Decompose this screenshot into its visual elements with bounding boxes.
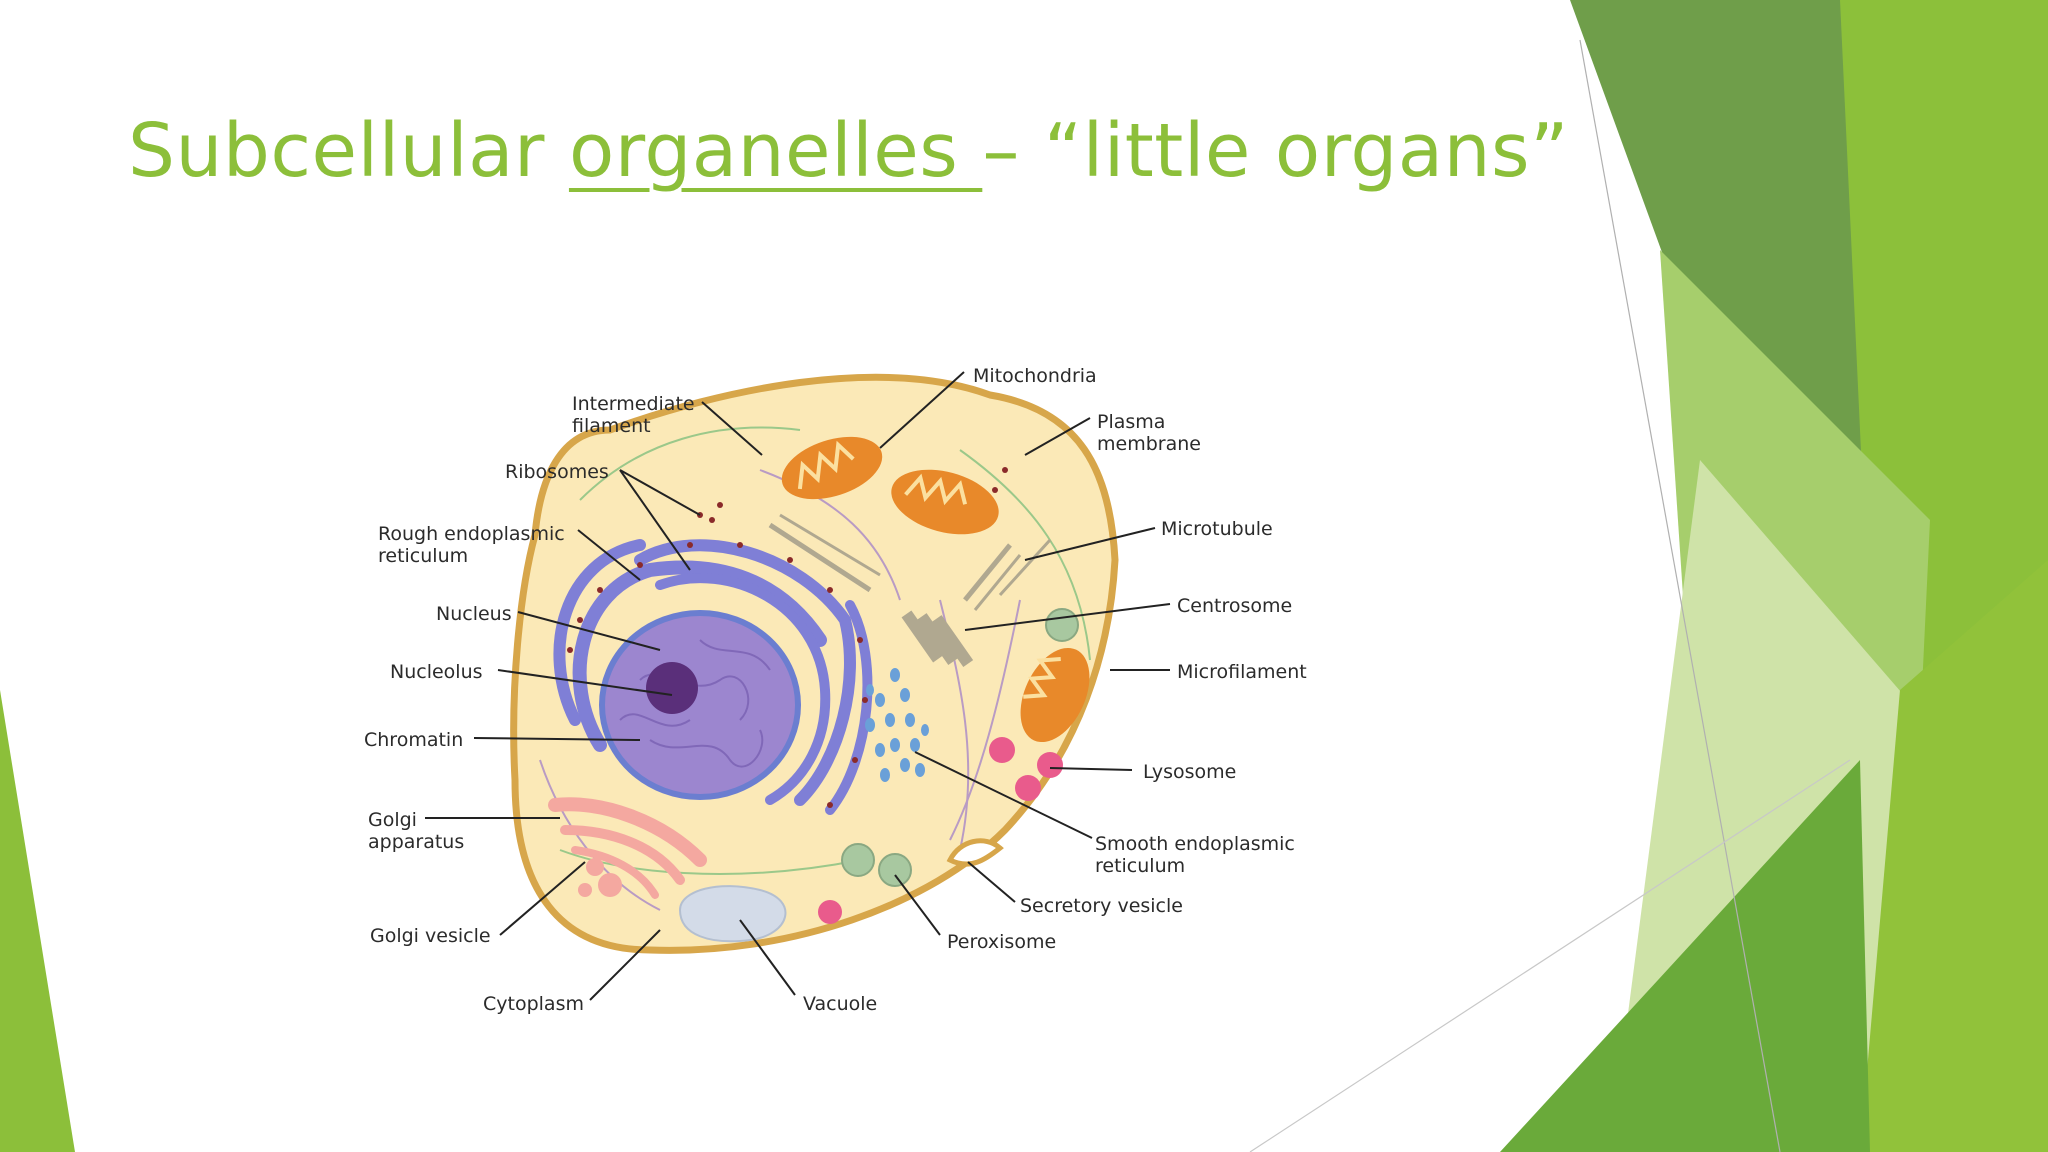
label-golgi-vesicle: Golgi vesicle [370, 925, 491, 947]
leader-lines [425, 371, 1171, 1001]
label-secretory-vesicle: Secretory vesicle [1020, 895, 1183, 917]
vacuole [678, 885, 787, 943]
rough-er [553, 539, 873, 815]
label-golgi-apparatus-1: Golgi [368, 809, 417, 831]
label-vacuole: Vacuole [803, 993, 877, 1015]
peroxisome-2 [878, 853, 912, 887]
label-chromatin: Chromatin [364, 729, 463, 751]
label-peroxisome: Peroxisome [947, 931, 1056, 953]
mitochondria [781, 436, 1090, 743]
thin-line-2 [1249, 759, 1851, 1152]
title-part-2: – “little organs” [982, 108, 1569, 194]
label-centrosome: Centrosome [1177, 595, 1292, 617]
diagram-labels: Intermediate filament Ribosomes Rough en… [364, 365, 1307, 1015]
nucleus [599, 610, 801, 800]
label-microtubule: Microtubule [1161, 518, 1273, 540]
title-underlined-link[interactable]: organelles [568, 108, 983, 194]
title-part-1: Subcellular [128, 108, 569, 194]
golgi-apparatus [548, 797, 707, 899]
lysosomes [989, 737, 1063, 801]
label-rough-er-1: Rough endoplasmic [378, 523, 565, 545]
golgi-vesicles [578, 858, 622, 897]
label-mitochondria: Mitochondria [973, 365, 1097, 387]
thin-line-1 [1579, 39, 1781, 1152]
label-microfilament: Microfilament [1177, 661, 1307, 683]
label-intermediate-filament-1: Intermediate [572, 393, 695, 415]
slide-title: Subcellular organelles – “little organs” [128, 108, 1569, 194]
centrosome [901, 610, 974, 668]
label-cytoplasm: Cytoplasm [483, 993, 584, 1015]
centrosome-vesicle [1045, 608, 1079, 642]
label-golgi-apparatus-2: apparatus [368, 831, 464, 853]
label-rough-er-2: reticulum [378, 545, 468, 567]
pink-vesicle [818, 900, 842, 924]
secretory-vesicle [946, 838, 1004, 867]
label-nucleolus: Nucleolus [390, 661, 483, 683]
label-plasma-membrane-2: membrane [1097, 433, 1201, 455]
label-plasma-membrane-1: Plasma [1097, 411, 1165, 433]
label-ribosomes: Ribosomes [505, 461, 609, 483]
nucleolus [646, 662, 698, 714]
label-smooth-er-1: Smooth endoplasmic [1095, 833, 1295, 855]
right-green-shape-6 [1500, 760, 1870, 1152]
smooth-er [865, 668, 929, 782]
label-intermediate-filament-2: filament [572, 415, 651, 437]
label-lysosome: Lysosome [1143, 761, 1236, 783]
label-smooth-er-2: reticulum [1095, 855, 1185, 877]
peroxisome-1 [841, 843, 875, 877]
left-green-sliver [0, 690, 75, 1152]
right-green-shape-5 [1860, 560, 2048, 1152]
label-nucleus: Nucleus [436, 603, 512, 625]
